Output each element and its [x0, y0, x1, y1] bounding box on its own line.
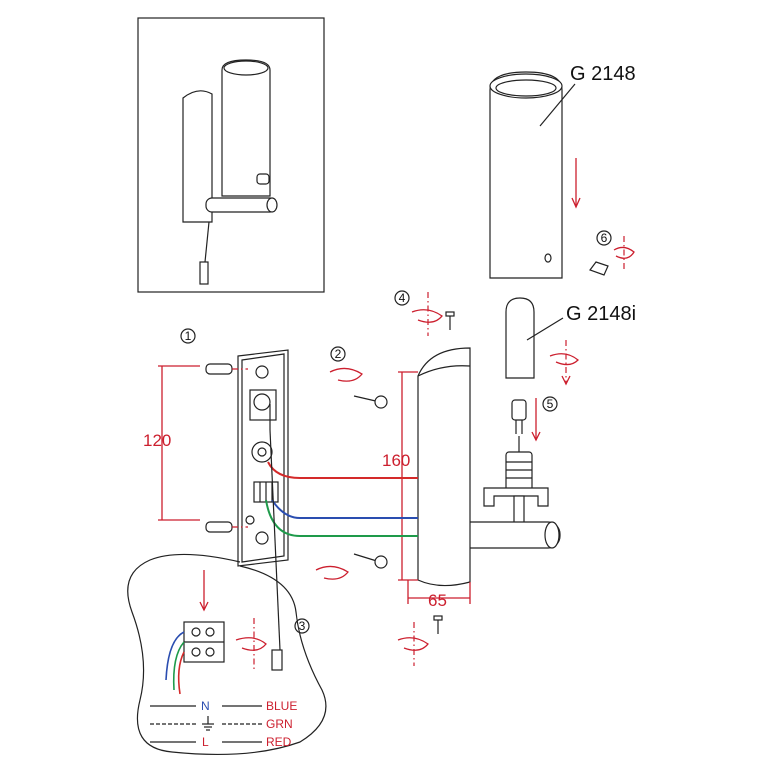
- ground-symbol: [202, 716, 214, 731]
- dimension-mount-spacing: 120: [143, 365, 200, 521]
- depth-dimension-label: 65: [428, 591, 447, 610]
- step-5-label: 5: [547, 397, 554, 411]
- pull-cord: 3: [235, 429, 310, 672]
- height-dimension-label: 160: [382, 451, 410, 470]
- bulb-g2148i: G 2148i: [505, 297, 636, 386]
- dimension-height: 160: [382, 371, 418, 581]
- live-letter: L: [202, 735, 209, 749]
- green-wire-label: GRN: [266, 717, 293, 731]
- shade-model-label: G 2148: [570, 63, 636, 85]
- wiring-detail: N L BLUE GRN RED: [127, 553, 327, 756]
- supply-wires: [265, 461, 418, 537]
- blue-wire-label: BLUE: [266, 699, 297, 713]
- knob-screw: 6: [589, 230, 635, 276]
- lamp-body: [417, 347, 471, 587]
- lamp-socket-assembly: [455, 436, 561, 549]
- dimension-depth: 65: [407, 580, 471, 610]
- set-screws: 4: [394, 290, 455, 666]
- assembled-lamp-inset: [137, 17, 325, 293]
- neutral-letter: N: [201, 699, 210, 713]
- bulb-model-label: G 2148i: [566, 303, 636, 325]
- red-wire-label: RED: [266, 735, 292, 749]
- wall-plugs: 1: [180, 328, 248, 533]
- step-3-label: 3: [299, 619, 306, 633]
- wall-plate: [237, 349, 289, 567]
- shade-g2148: G 2148: [489, 63, 636, 279]
- capsule-bulb: 5: [511, 396, 558, 442]
- step-2-label: 2: [335, 347, 342, 361]
- step-1-label: 1: [185, 329, 192, 343]
- step-6-label: 6: [601, 231, 608, 245]
- mount-spacing-label: 120: [143, 431, 171, 450]
- mounting-screws: 2: [315, 346, 388, 580]
- step-4-label: 4: [399, 291, 406, 305]
